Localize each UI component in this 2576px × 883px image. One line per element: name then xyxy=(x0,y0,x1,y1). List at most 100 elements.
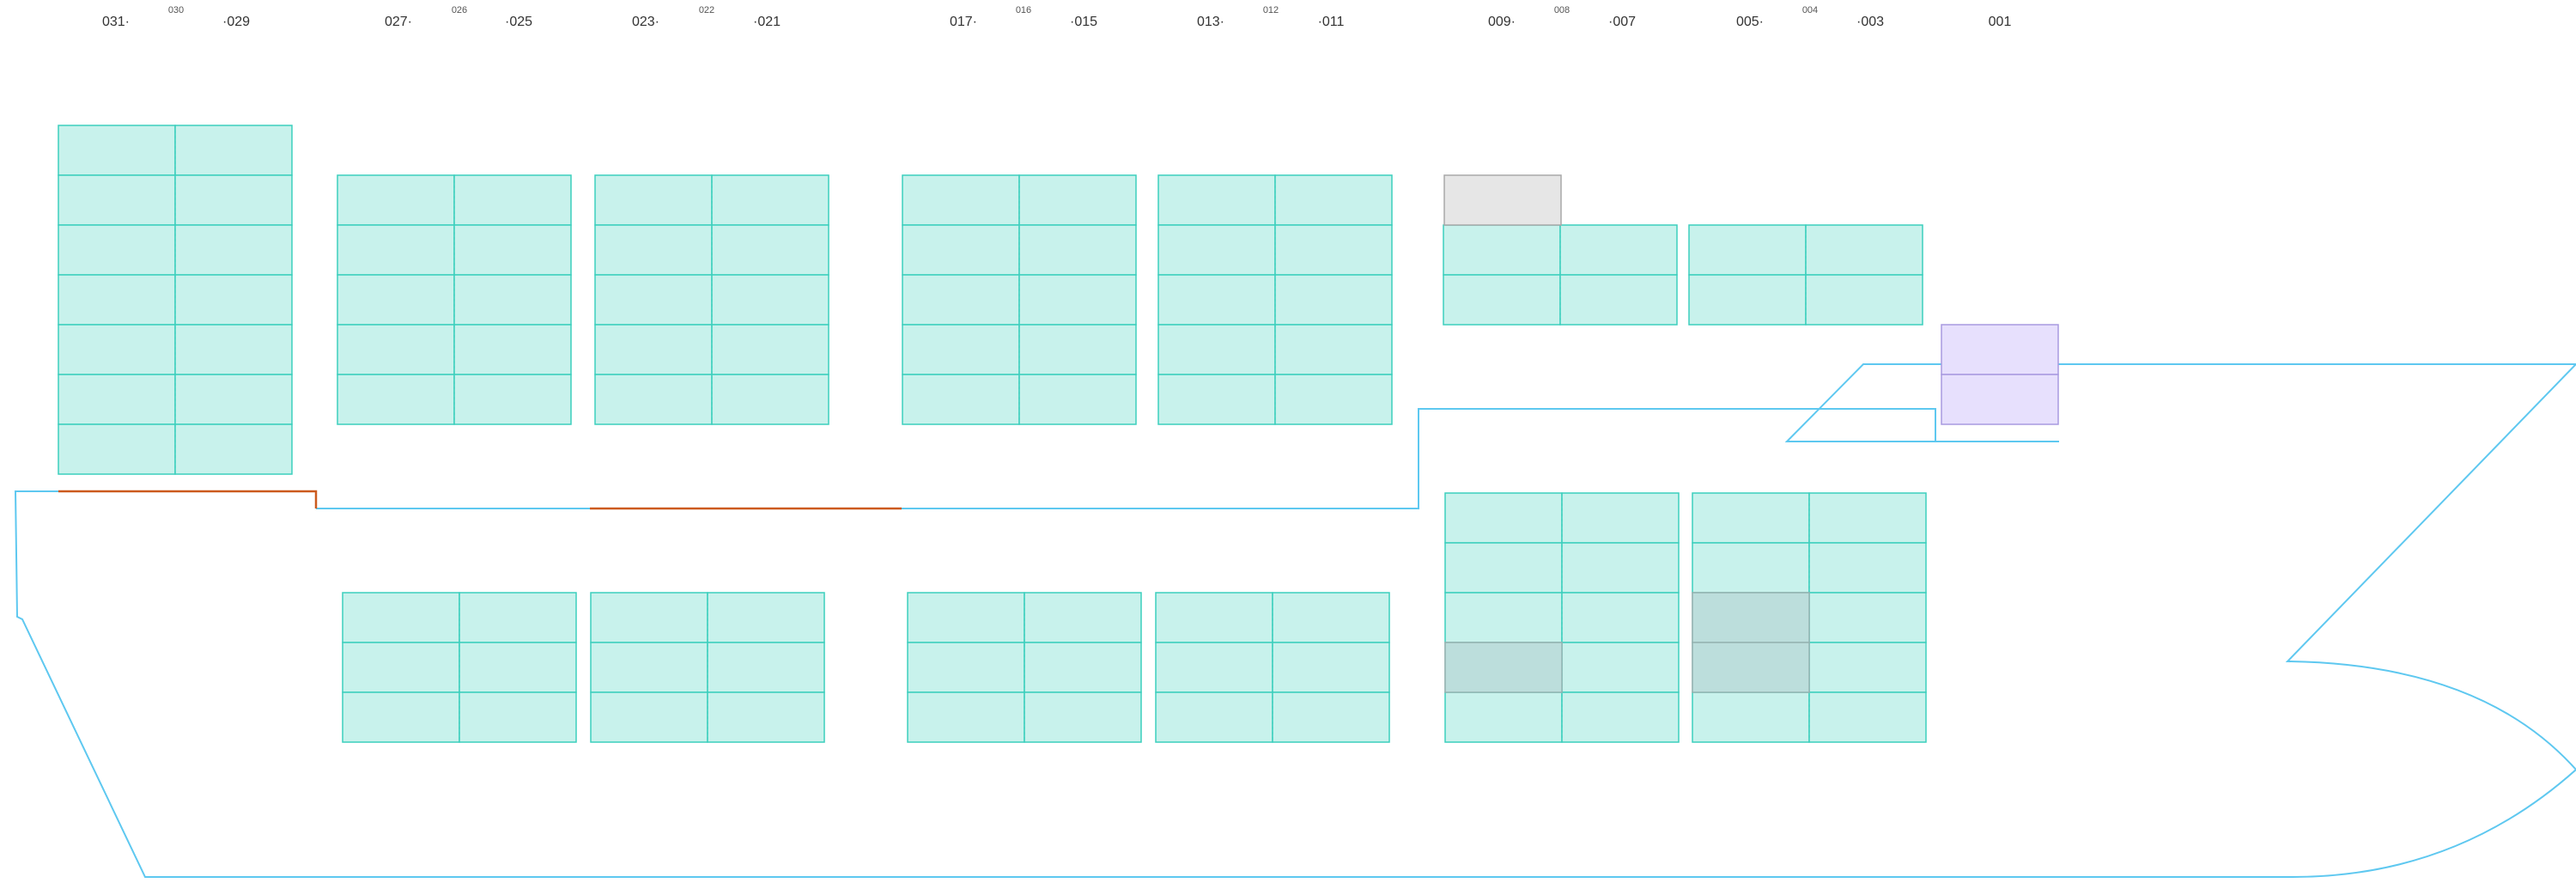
container-slot xyxy=(1808,542,1927,594)
container-slot xyxy=(902,174,1020,226)
container-slot xyxy=(1561,642,1680,693)
container-slot xyxy=(1274,224,1393,276)
container-slot xyxy=(58,324,176,375)
container-slot xyxy=(1559,224,1678,276)
container-slot-occupied xyxy=(1444,642,1563,693)
bay-label-right: 001 xyxy=(1989,15,2012,29)
container-slot xyxy=(707,691,825,743)
container-slot xyxy=(342,592,460,643)
container-slot xyxy=(1808,492,1927,544)
container-block-hold-027 xyxy=(342,592,577,743)
container-slot xyxy=(1272,642,1390,693)
container-block-hold-005 xyxy=(1692,492,1927,743)
container-slot xyxy=(711,174,829,226)
container-slot xyxy=(1561,691,1680,743)
container-slot xyxy=(1018,374,1137,425)
container-slot xyxy=(1024,592,1142,643)
container-slot xyxy=(1559,274,1678,326)
bay-label-right: ·021 xyxy=(753,15,781,29)
container-slot xyxy=(58,374,176,425)
bay-label-middle: 008 xyxy=(1554,5,1570,15)
bay-label-middle: 030 xyxy=(168,5,184,15)
container-slot xyxy=(1444,492,1563,544)
container-slot xyxy=(902,224,1020,276)
container-slot xyxy=(590,691,708,743)
container-block-bay-001 xyxy=(1941,324,2059,425)
container-slot xyxy=(1444,592,1563,643)
bay-label-left: 027· xyxy=(385,15,412,29)
container-slot xyxy=(1692,492,1810,544)
container-slot xyxy=(711,324,829,375)
container-slot xyxy=(594,174,713,226)
container-slot xyxy=(1444,542,1563,594)
container-block-deck-013 xyxy=(1157,174,1393,425)
container-slot xyxy=(337,374,455,425)
bay-label-middle: 016 xyxy=(1016,5,1031,15)
container-slot xyxy=(1561,592,1680,643)
bay-label-left: 005· xyxy=(1736,15,1764,29)
container-slot xyxy=(1272,592,1390,643)
container-slot xyxy=(1561,542,1680,594)
container-slot xyxy=(1018,274,1137,326)
container-slot xyxy=(459,691,577,743)
container-slot xyxy=(1018,324,1137,375)
bay-label-right: ·003 xyxy=(1856,15,1884,29)
container-slot xyxy=(1024,691,1142,743)
container-slot xyxy=(342,691,460,743)
container-slot xyxy=(1808,642,1927,693)
container-slot xyxy=(1155,592,1273,643)
container-slot xyxy=(1157,174,1276,226)
container-slot xyxy=(1808,592,1927,643)
container-block-deck-027 xyxy=(337,174,572,425)
container-slot xyxy=(1688,274,1807,326)
container-slot xyxy=(1274,174,1393,226)
container-slot xyxy=(337,174,455,226)
container-block-deck-009 xyxy=(1443,174,1678,326)
container-slot xyxy=(907,592,1025,643)
container-slot xyxy=(453,174,572,226)
container-slot xyxy=(58,274,176,326)
container-block-deck-031 xyxy=(58,125,293,475)
container-slot xyxy=(453,374,572,425)
container-slot xyxy=(337,224,455,276)
container-slot xyxy=(174,324,293,375)
container-slot xyxy=(459,642,577,693)
container-slot xyxy=(1157,374,1276,425)
container-slot xyxy=(594,374,713,425)
container-slot xyxy=(902,374,1020,425)
container-slot xyxy=(1155,691,1273,743)
container-slot xyxy=(1018,174,1137,226)
container-blocks xyxy=(58,125,2059,743)
container-slot-purple xyxy=(1941,374,2059,425)
container-slot xyxy=(1692,691,1810,743)
container-slot xyxy=(907,642,1025,693)
container-slot xyxy=(1274,374,1393,425)
container-slot xyxy=(1443,274,1561,326)
bay-label-middle: 026 xyxy=(452,5,467,15)
container-slot xyxy=(1155,642,1273,693)
container-slot xyxy=(1805,274,1923,326)
container-slot xyxy=(1157,274,1276,326)
container-block-hold-017 xyxy=(907,592,1142,743)
container-block-hold-009 xyxy=(1444,492,1680,743)
container-slot xyxy=(174,224,293,276)
hatch-cover-line xyxy=(58,490,318,508)
container-slot xyxy=(1274,324,1393,375)
bay-label-left: 013· xyxy=(1197,15,1224,29)
container-slot xyxy=(1157,224,1276,276)
container-block-deck-023 xyxy=(594,174,829,425)
container-slot xyxy=(58,423,176,475)
container-slot xyxy=(453,274,572,326)
container-slot xyxy=(594,324,713,375)
container-block-deck-005 xyxy=(1688,224,1923,326)
container-slot xyxy=(1024,642,1142,693)
container-slot xyxy=(58,174,176,226)
container-slot xyxy=(459,592,577,643)
container-slot xyxy=(1018,224,1137,276)
container-block-deck-017 xyxy=(902,174,1137,425)
container-slot xyxy=(1805,224,1923,276)
container-slot xyxy=(902,274,1020,326)
bay-label-right: ·025 xyxy=(505,15,532,29)
container-slot xyxy=(337,324,455,375)
